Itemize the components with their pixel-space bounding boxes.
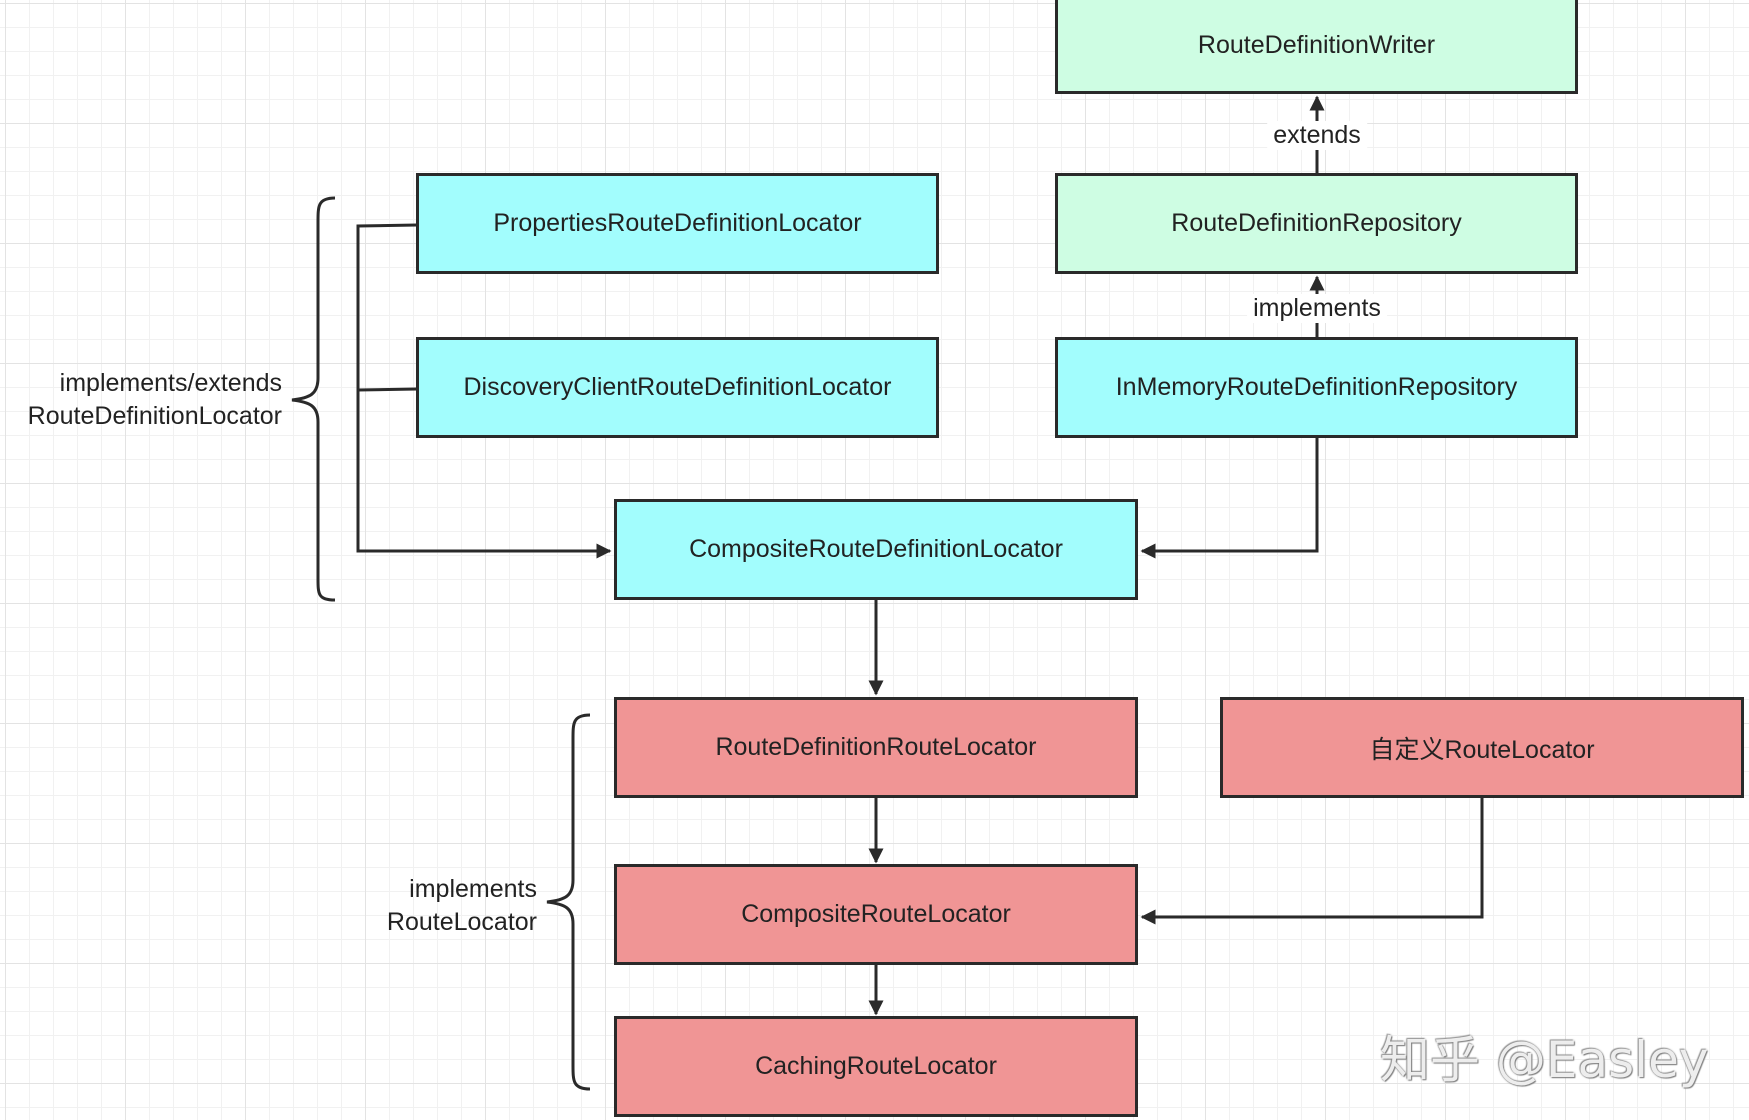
node-label: CompositeRouteLocator (741, 900, 1011, 928)
node-label: PropertiesRouteDefinitionLocator (493, 209, 862, 237)
watermark: 知乎 @Easley (1380, 1031, 1709, 1089)
group-label-route-locator: implements RouteLocator (387, 873, 537, 939)
node-composite-route-definition-locator: CompositeRouteDefinitionLocator (614, 499, 1138, 600)
brace-locator-group (546, 713, 591, 1091)
edge-inmemory-to-composite (1140, 436, 1319, 559)
node-composite-route-locator: CompositeRouteLocator (614, 864, 1138, 965)
node-label: CachingRouteLocator (755, 1052, 997, 1080)
node-label: RouteDefinitionRepository (1171, 209, 1462, 237)
node-label: DiscoveryClientRouteDefinitionLocator (463, 373, 892, 401)
edge-discovery-trunk (357, 387, 418, 392)
edge-label-extends: extends (1267, 121, 1367, 150)
brace-definition-group (291, 196, 336, 602)
group-label-line: implements/extends (59, 369, 282, 397)
group-label-line: RouteDefinitionLocator (27, 402, 282, 430)
node-caching-route-locator: CachingRouteLocator (614, 1016, 1138, 1117)
node-route-definition-route-locator: RouteDefinitionRouteLocator (614, 697, 1138, 798)
node-label: CompositeRouteDefinitionLocator (689, 535, 1063, 563)
node-label: 自定义RouteLocator (1369, 735, 1595, 764)
group-label-line: RouteLocator (386, 908, 537, 936)
node-custom-route-locator: 自定义RouteLocator (1220, 697, 1744, 798)
node-discovery-client-route-definition-locator: DiscoveryClientRouteDefinitionLocator (416, 337, 939, 438)
edge-custom-to-composite-locator (1140, 796, 1484, 925)
node-properties-route-definition-locator: PropertiesRouteDefinitionLocator (416, 173, 939, 274)
edge-label-implements: implements (1247, 294, 1387, 323)
node-route-definition-repository: RouteDefinitionRepository (1055, 173, 1578, 274)
node-label: InMemoryRouteDefinitionRepository (1115, 373, 1518, 401)
node-label: RouteDefinitionRouteLocator (715, 733, 1037, 761)
node-route-definition-writer: RouteDefinitionWriter (1055, 0, 1578, 94)
group-label-line: implements (409, 875, 537, 903)
group-label-route-definition-locator: implements/extends RouteDefinitionLocato… (28, 367, 282, 433)
node-in-memory-route-definition-repository: InMemoryRouteDefinitionRepository (1055, 337, 1578, 438)
node-label: RouteDefinitionWriter (1197, 30, 1436, 59)
